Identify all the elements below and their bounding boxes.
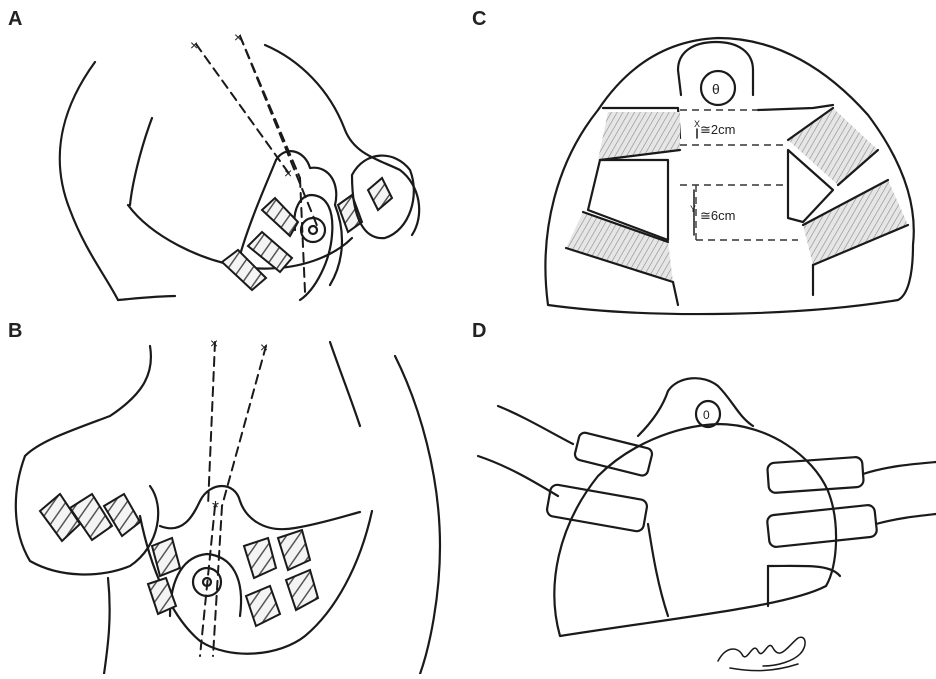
panel-c-drawing: θ X ≅2cm Y ≅6cm bbox=[468, 0, 936, 320]
panel-label-a: A bbox=[8, 8, 22, 31]
svg-text:×: × bbox=[284, 165, 292, 181]
signature-mark bbox=[718, 637, 805, 666]
panel-c: C θ X bbox=[468, 0, 936, 320]
svg-text:×: × bbox=[260, 339, 268, 355]
panel-b: B × × * bbox=[0, 316, 468, 674]
panel-label-b: B bbox=[8, 320, 22, 343]
panel-b-drawing: × × * bbox=[0, 316, 468, 674]
svg-text:×: × bbox=[190, 37, 198, 53]
panel-d-drawing: 0 bbox=[468, 316, 936, 674]
svg-text:0: 0 bbox=[703, 408, 710, 422]
upper-measure-label: ≅2cm bbox=[700, 122, 735, 137]
lower-measure-label: ≅6cm bbox=[700, 208, 735, 223]
lower-marker: Y bbox=[690, 204, 696, 214]
svg-text:*: * bbox=[212, 498, 219, 518]
panel-label-c: C bbox=[472, 8, 486, 31]
panel-a: A × × × bbox=[0, 0, 468, 320]
panel-a-drawing: × × × bbox=[0, 0, 468, 320]
svg-text:×: × bbox=[210, 335, 218, 351]
svg-text:×: × bbox=[234, 29, 242, 45]
panel-d: D 0 bbox=[468, 316, 936, 674]
panel-label-d: D bbox=[472, 320, 486, 343]
svg-text:θ: θ bbox=[712, 81, 720, 97]
